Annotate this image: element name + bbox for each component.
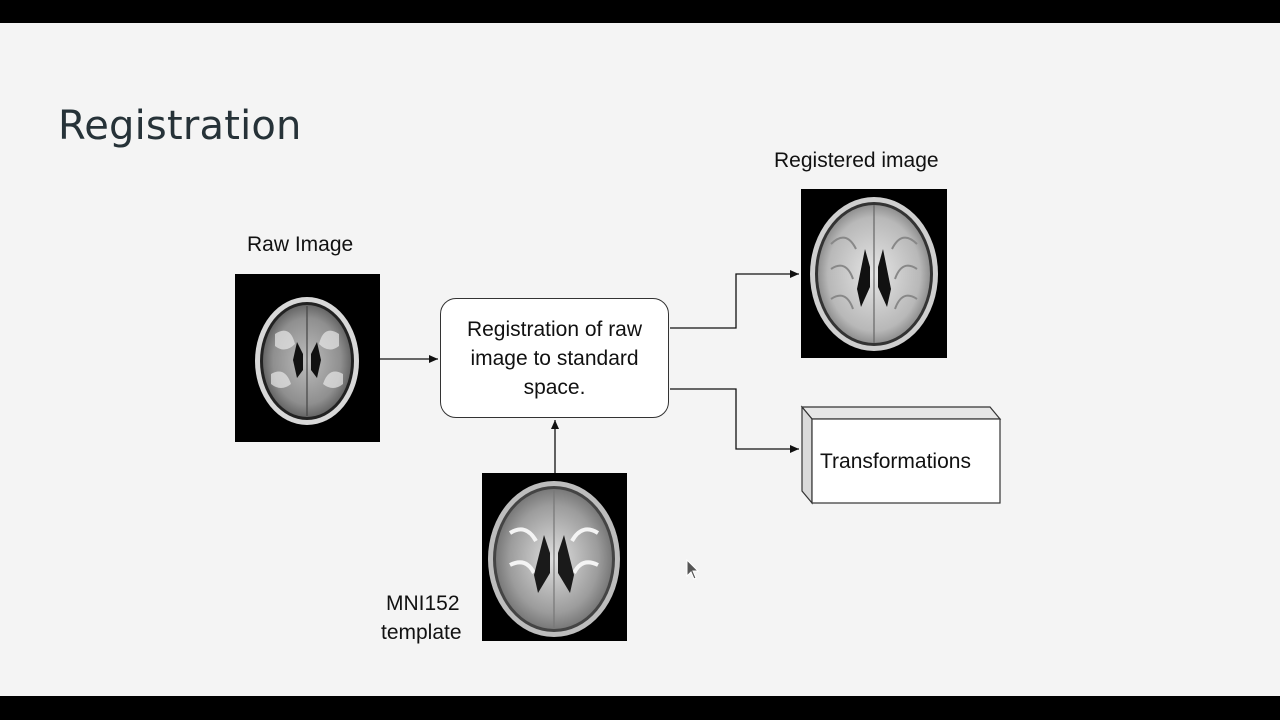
registered-image-label: Registered image [774,149,939,172]
transformations-box-shape [800,405,1002,505]
template-label-line1: MNI152 [386,592,460,615]
transformations-label: Transformations [820,450,971,473]
mni152-template-image [482,473,627,641]
slide-title: Registration [58,103,302,149]
raw-brain-image [235,274,380,442]
raw-image-label: Raw Image [247,233,354,256]
mouse-pointer-icon [686,559,700,580]
arrow-process-to-transformations [670,388,799,453]
registered-brain-image [801,189,947,358]
connector-arrows [380,270,1002,505]
template-label-line2: template [381,621,462,644]
slide: Registration Raw Image [0,23,1280,696]
registration-process-box: Registration of raw image to standard sp… [440,298,669,418]
arrow-process-to-registered [670,270,799,329]
